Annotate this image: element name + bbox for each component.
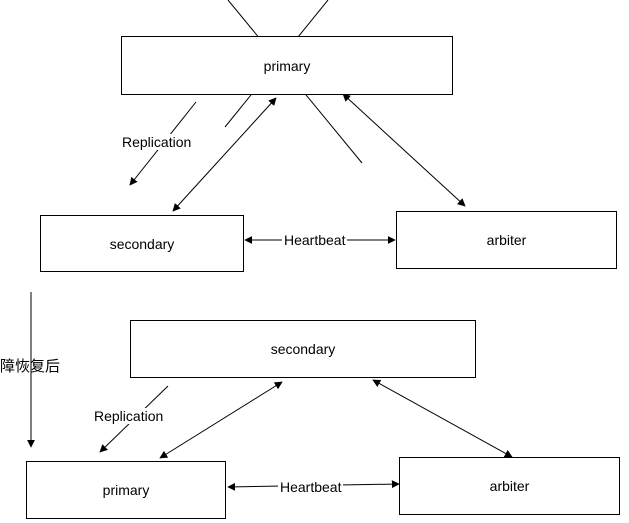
top-primary-node: primary: [121, 36, 453, 95]
bottom-secondary-node: secondary: [130, 320, 476, 378]
top-arbiter-node: arbiter: [396, 211, 617, 269]
top-heartbeat-label: Heartbeat: [282, 232, 348, 248]
top-replication-label: Replication: [122, 134, 192, 150]
bottom-primary-label: primary: [102, 482, 150, 498]
bottom-secondary-arbiter-arrow: [372, 379, 513, 458]
top-primary-secondary-arrow: [172, 97, 277, 212]
bottom-heartbeat-label: Heartbeat: [278, 479, 344, 495]
bottom-primary-node: primary: [26, 461, 226, 519]
top-secondary-node: secondary: [40, 215, 244, 272]
top-arbiter-label: arbiter: [486, 232, 527, 248]
bottom-replication-label: Replication: [94, 408, 164, 424]
top-primary-label: primary: [263, 57, 311, 74]
top-primary-arbiter-arrow: [342, 93, 466, 207]
bottom-secondary-label: secondary: [270, 341, 336, 357]
transition-label: 障恢复后: [0, 357, 61, 375]
top-secondary-label: secondary: [109, 235, 175, 252]
bottom-arbiter-label: arbiter: [489, 478, 530, 494]
bottom-secondary-primary-arrow: [159, 381, 283, 459]
bottom-arbiter-node: arbiter: [399, 457, 620, 515]
